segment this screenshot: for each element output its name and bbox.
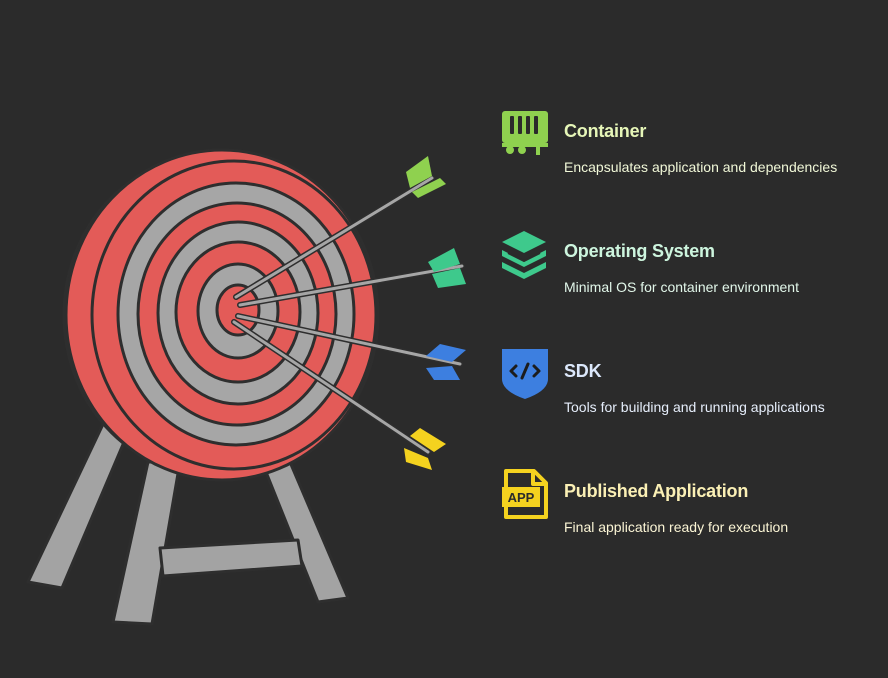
arrow-app (231, 319, 446, 470)
stand-crossbar (158, 538, 304, 578)
app-icon-label: APP (508, 490, 535, 505)
stand-leg-center (111, 460, 182, 626)
target-illustration (26, 148, 466, 626)
arrow-container (233, 156, 446, 300)
item-title: Published Application (564, 481, 749, 501)
stand-leg-left (26, 418, 132, 590)
item-description: Final application ready for execution (564, 519, 789, 535)
arrows (231, 156, 466, 470)
container-icon (502, 111, 548, 155)
code-shield-icon (502, 349, 548, 399)
layers-icon (502, 231, 546, 279)
app-file-icon: APP (502, 469, 548, 519)
item-description: Encapsulates application and dependencie… (564, 159, 838, 175)
item-title: Operating System (564, 241, 715, 261)
item-title: Container (564, 121, 647, 141)
arrow-os (237, 248, 466, 308)
item-description: Tools for building and running applicati… (564, 399, 825, 415)
arrow-sdk (235, 313, 466, 380)
target-board (62, 148, 380, 482)
item-description: Minimal OS for container environment (564, 279, 799, 295)
stand-leg-right (260, 460, 350, 604)
item-title: SDK (564, 361, 602, 381)
